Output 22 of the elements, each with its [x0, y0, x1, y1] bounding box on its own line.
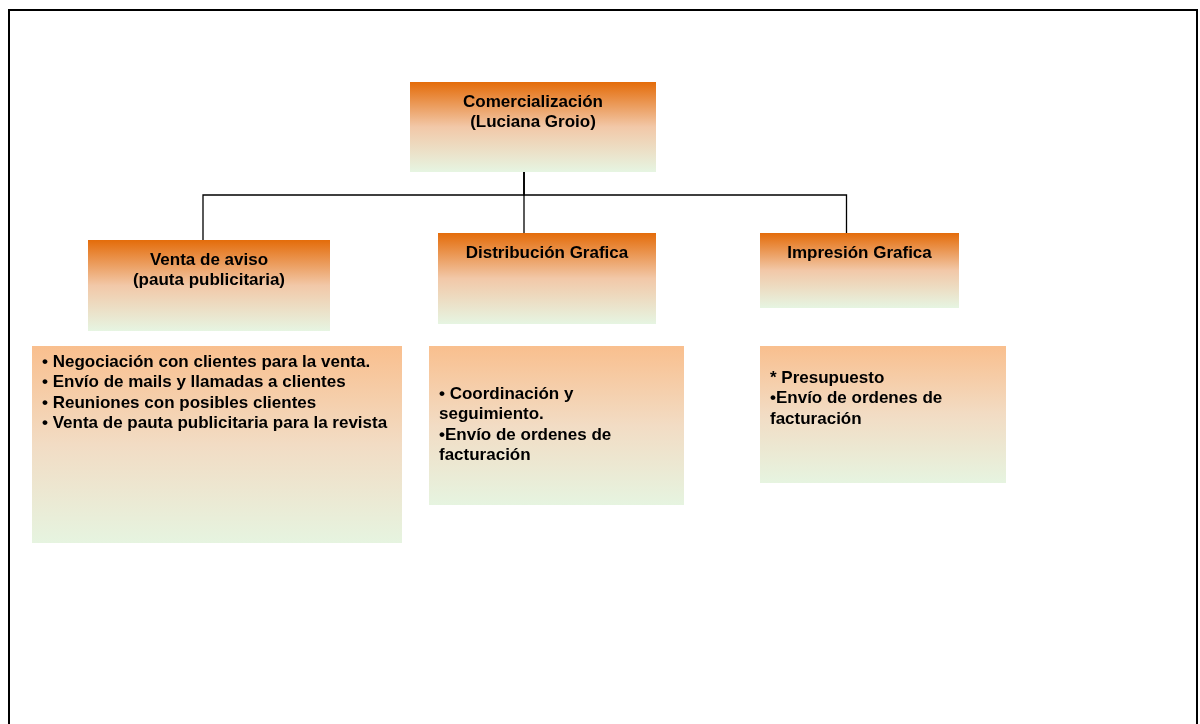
- task-item: •Envío de ordenes de facturación: [770, 388, 944, 430]
- task-list-box: [32, 346, 402, 543]
- org-chart-box: [88, 240, 330, 331]
- task-item: •Envío de ordenes de facturación: [439, 424, 613, 466]
- task-item: • Reuniones con posibles clientes: [42, 392, 318, 414]
- box-title: Venta de aviso: [149, 250, 269, 271]
- connector-line: [523, 171, 848, 234]
- task-item: • Negociación con clientes para la venta.: [42, 352, 372, 373]
- task-item: * Presupuesto: [770, 368, 886, 389]
- org-chart-box: [438, 233, 656, 324]
- box-title: Distribución Grafica: [465, 243, 629, 264]
- task-item: • Venta de pauta publicitaria para la revista: [42, 413, 389, 434]
- task-item: • Coordinación y seguimiento.: [439, 384, 575, 425]
- org-chart-box: [760, 233, 959, 308]
- org-chart-box: [410, 82, 656, 172]
- box-title: Comercialización: [463, 92, 603, 113]
- task-list-box: [760, 346, 1006, 483]
- task-item: • Envío de mails y llamadas a clientes: [42, 372, 347, 393]
- box-title: Impresión Grafica: [787, 243, 932, 264]
- task-list-box: [429, 346, 684, 505]
- box-title: (Luciana Groio): [470, 112, 596, 133]
- box-title: (pauta publicitaria): [132, 270, 286, 291]
